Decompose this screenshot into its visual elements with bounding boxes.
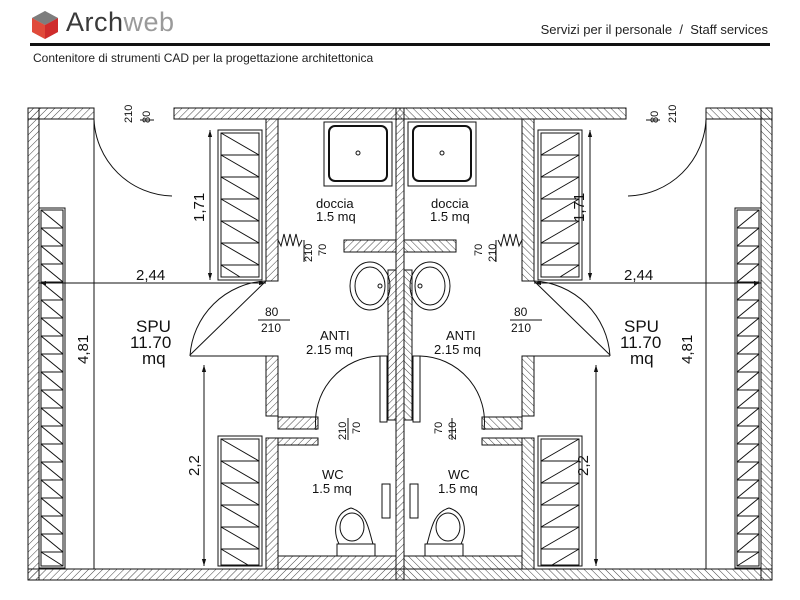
dim-left-door-spu-h: 210 bbox=[261, 321, 281, 335]
brand-part-2: web bbox=[123, 7, 175, 37]
breadcrumb: Servizi per il personale / Staff service… bbox=[541, 22, 768, 37]
locker-column-right bbox=[734, 207, 762, 569]
left-half-plan: 80 210 1,71 2,44 4,81 2,2 SPU 11.70 mq 8… bbox=[27, 105, 405, 581]
label-left-anti: ANTI bbox=[320, 328, 350, 343]
shower-curtain-symbol-right bbox=[497, 233, 523, 248]
label-right-anti: ANTI bbox=[446, 328, 476, 343]
dim-left-door-top-h: 210 bbox=[123, 105, 135, 123]
nav-link-staff-services[interactable]: Staff services bbox=[690, 22, 768, 37]
label-right-wc: WC bbox=[448, 467, 470, 482]
label-right-spu-area: 11.70 bbox=[620, 333, 661, 352]
dim-left-door-spu-w: 80 bbox=[265, 305, 279, 319]
nav-link-servizi[interactable]: Servizi per il personale bbox=[540, 22, 673, 37]
toilet-right bbox=[409, 483, 465, 557]
label-right-spu: SPU bbox=[624, 317, 659, 336]
label-left-spu-unit: mq bbox=[142, 349, 166, 368]
dimension-lines-right bbox=[451, 119, 761, 569]
dim-left-door-wc-w: 70 bbox=[351, 422, 363, 434]
label-right-shower-area: 1.5 mq bbox=[430, 209, 470, 224]
label-right-spu-unit: mq bbox=[630, 349, 654, 368]
dim-right-door-spu-w: 80 bbox=[514, 305, 528, 319]
label-left-shower: doccia bbox=[316, 196, 354, 211]
dimension-lines bbox=[39, 119, 349, 569]
locker-bench-lower-right bbox=[537, 435, 583, 567]
dim-right-lockers-top: 1,71 bbox=[571, 193, 588, 222]
label-right-anti-area: 2.15 mq bbox=[434, 342, 481, 357]
locker-bench-upper bbox=[217, 129, 263, 281]
dim-right-door-spu-h: 210 bbox=[511, 321, 531, 335]
shower-tray-right bbox=[407, 121, 477, 187]
nav-separator: / bbox=[679, 22, 683, 37]
dim-right-lockers-bottom: 2,2 bbox=[575, 455, 592, 476]
dim-left-door-top-w: 80 bbox=[141, 111, 153, 123]
dim-right-door-top-w: 80 bbox=[649, 111, 661, 123]
dim-right-width: 2,44 bbox=[624, 267, 653, 284]
dim-left-height: 4,81 bbox=[75, 335, 92, 364]
dim-left-door-shower-h: 210 bbox=[303, 244, 315, 262]
label-left-anti-area: 2.15 mq bbox=[306, 342, 353, 357]
dim-left-lockers-bottom: 2,2 bbox=[186, 455, 203, 476]
label-left-shower-area: 1.5 mq bbox=[316, 209, 356, 224]
label-left-wc: WC bbox=[322, 467, 344, 482]
dim-left-lockers-top: 1,71 bbox=[191, 193, 208, 222]
brand-name[interactable]: Archweb bbox=[66, 7, 175, 38]
label-right-shower: doccia bbox=[431, 196, 469, 211]
archweb-logo-icon[interactable] bbox=[30, 10, 60, 40]
dim-left-door-shower-w: 70 bbox=[317, 244, 329, 256]
locker-column-left bbox=[38, 207, 66, 569]
dim-left-door-wc-h: 210 bbox=[337, 422, 349, 440]
label-left-spu: SPU bbox=[136, 317, 171, 336]
sink-right bbox=[409, 261, 451, 311]
shower-tray-left bbox=[323, 121, 393, 187]
label-left-wc-area: 1.5 mq bbox=[312, 481, 352, 496]
dim-right-door-wc-h: 210 bbox=[447, 422, 459, 440]
dim-right-door-shower-w: 70 bbox=[473, 244, 485, 256]
dim-right-height: 4,81 bbox=[679, 335, 696, 364]
door-swings bbox=[93, 118, 388, 431]
toilet-left bbox=[335, 483, 391, 557]
door-swings-right bbox=[412, 118, 707, 431]
dim-right-door-shower-h: 210 bbox=[487, 244, 499, 262]
right-half-plan: 80 210 1,71 2,44 4,81 2,2 SPU 11.70 mq 8… bbox=[395, 105, 773, 581]
header-divider bbox=[30, 43, 770, 46]
shower-curtain-symbol bbox=[277, 233, 303, 248]
locker-bench-upper-right bbox=[537, 129, 583, 281]
dim-right-door-top-h: 210 bbox=[667, 105, 679, 123]
sink-left bbox=[349, 261, 391, 311]
dim-left-width: 2,44 bbox=[136, 267, 165, 284]
locker-bench-lower bbox=[217, 435, 263, 567]
page-subtitle: Contenitore di strumenti CAD per la prog… bbox=[33, 51, 374, 65]
walls bbox=[27, 107, 405, 581]
dim-right-door-wc-w: 70 bbox=[433, 422, 445, 434]
site-header: Archweb Servizi per il personale / Staff… bbox=[0, 0, 800, 46]
label-left-spu-area: 11.70 bbox=[130, 333, 171, 352]
brand-part-1: Arch bbox=[66, 7, 124, 37]
label-right-wc-area: 1.5 mq bbox=[438, 481, 478, 496]
